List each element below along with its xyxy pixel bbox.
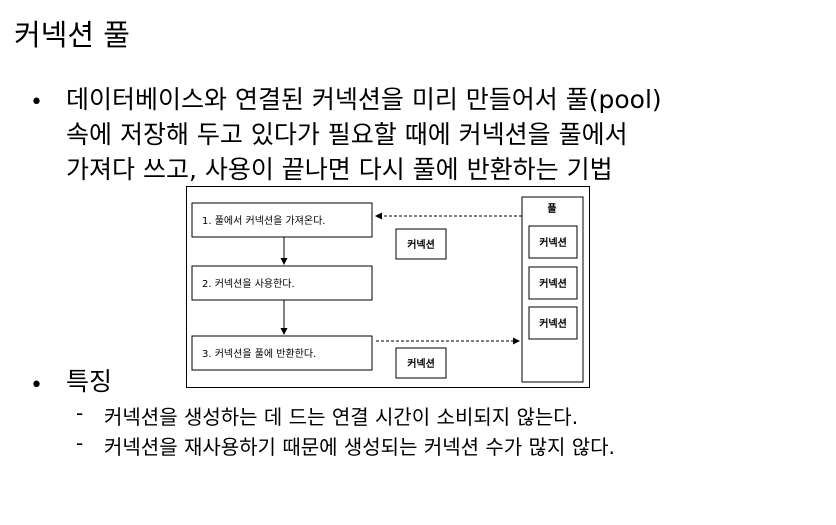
moving-connection-top <box>395 228 447 260</box>
pool-connection-2-label: 커넥션 <box>539 277 567 290</box>
pool-title: 풀 <box>547 203 556 215</box>
sub-item-2: 커넥션을 재사용하기 때문에 생성되는 커넥션 수가 많지 않다. <box>104 435 615 459</box>
moving-connection-bottom <box>395 347 447 379</box>
bullet2-text: 특징 <box>66 367 113 396</box>
connection-pool-diagram: 1. 풀에서 커넥션을 가져온다. 2. 커넥션을 사용한다. 3. 커넥션을 … <box>186 186 590 388</box>
dash-marker: - <box>76 401 84 425</box>
slide-title: 커넥션 풀 <box>14 18 130 52</box>
bullet1-line3: 가져다 쓰고, 사용이 끝나면 다시 풀에 반환하는 기법 <box>66 155 613 184</box>
bullet1-line2: 속에 저장해 두고 있다가 필요할 때에 커넥션을 풀에서 <box>66 120 628 149</box>
step3-label: 3. 커넥션을 풀에 반환한다. <box>202 348 316 360</box>
step1-box <box>191 202 373 238</box>
sub-item-1: 커넥션을 생성하는 데 드는 연결 시간이 소비되지 않는다. <box>104 405 579 429</box>
moving-connection-bottom-label: 커넥션 <box>407 357 435 370</box>
step3-box <box>191 335 373 371</box>
step2-label: 2. 커넥션을 사용한다. <box>202 278 295 290</box>
bullet1-line1: 데이터베이스와 연결된 커넥션을 미리 만들어서 풀(pool) <box>66 85 662 114</box>
pool-connection-3 <box>528 306 578 340</box>
pool-connection-2 <box>528 266 578 300</box>
moving-connection-top-label: 커넥션 <box>407 238 435 251</box>
dash-marker: - <box>76 431 84 455</box>
pool-connection-1 <box>528 225 578 259</box>
step2-box <box>191 265 373 301</box>
pool-connection-3-label: 커넥션 <box>539 317 567 330</box>
bullet-marker: • <box>30 373 43 398</box>
step1-label: 1. 풀에서 커넥션을 가져온다. <box>202 215 325 227</box>
bullet-marker: • <box>30 90 43 115</box>
pool-connection-1-label: 커넥션 <box>539 236 567 249</box>
